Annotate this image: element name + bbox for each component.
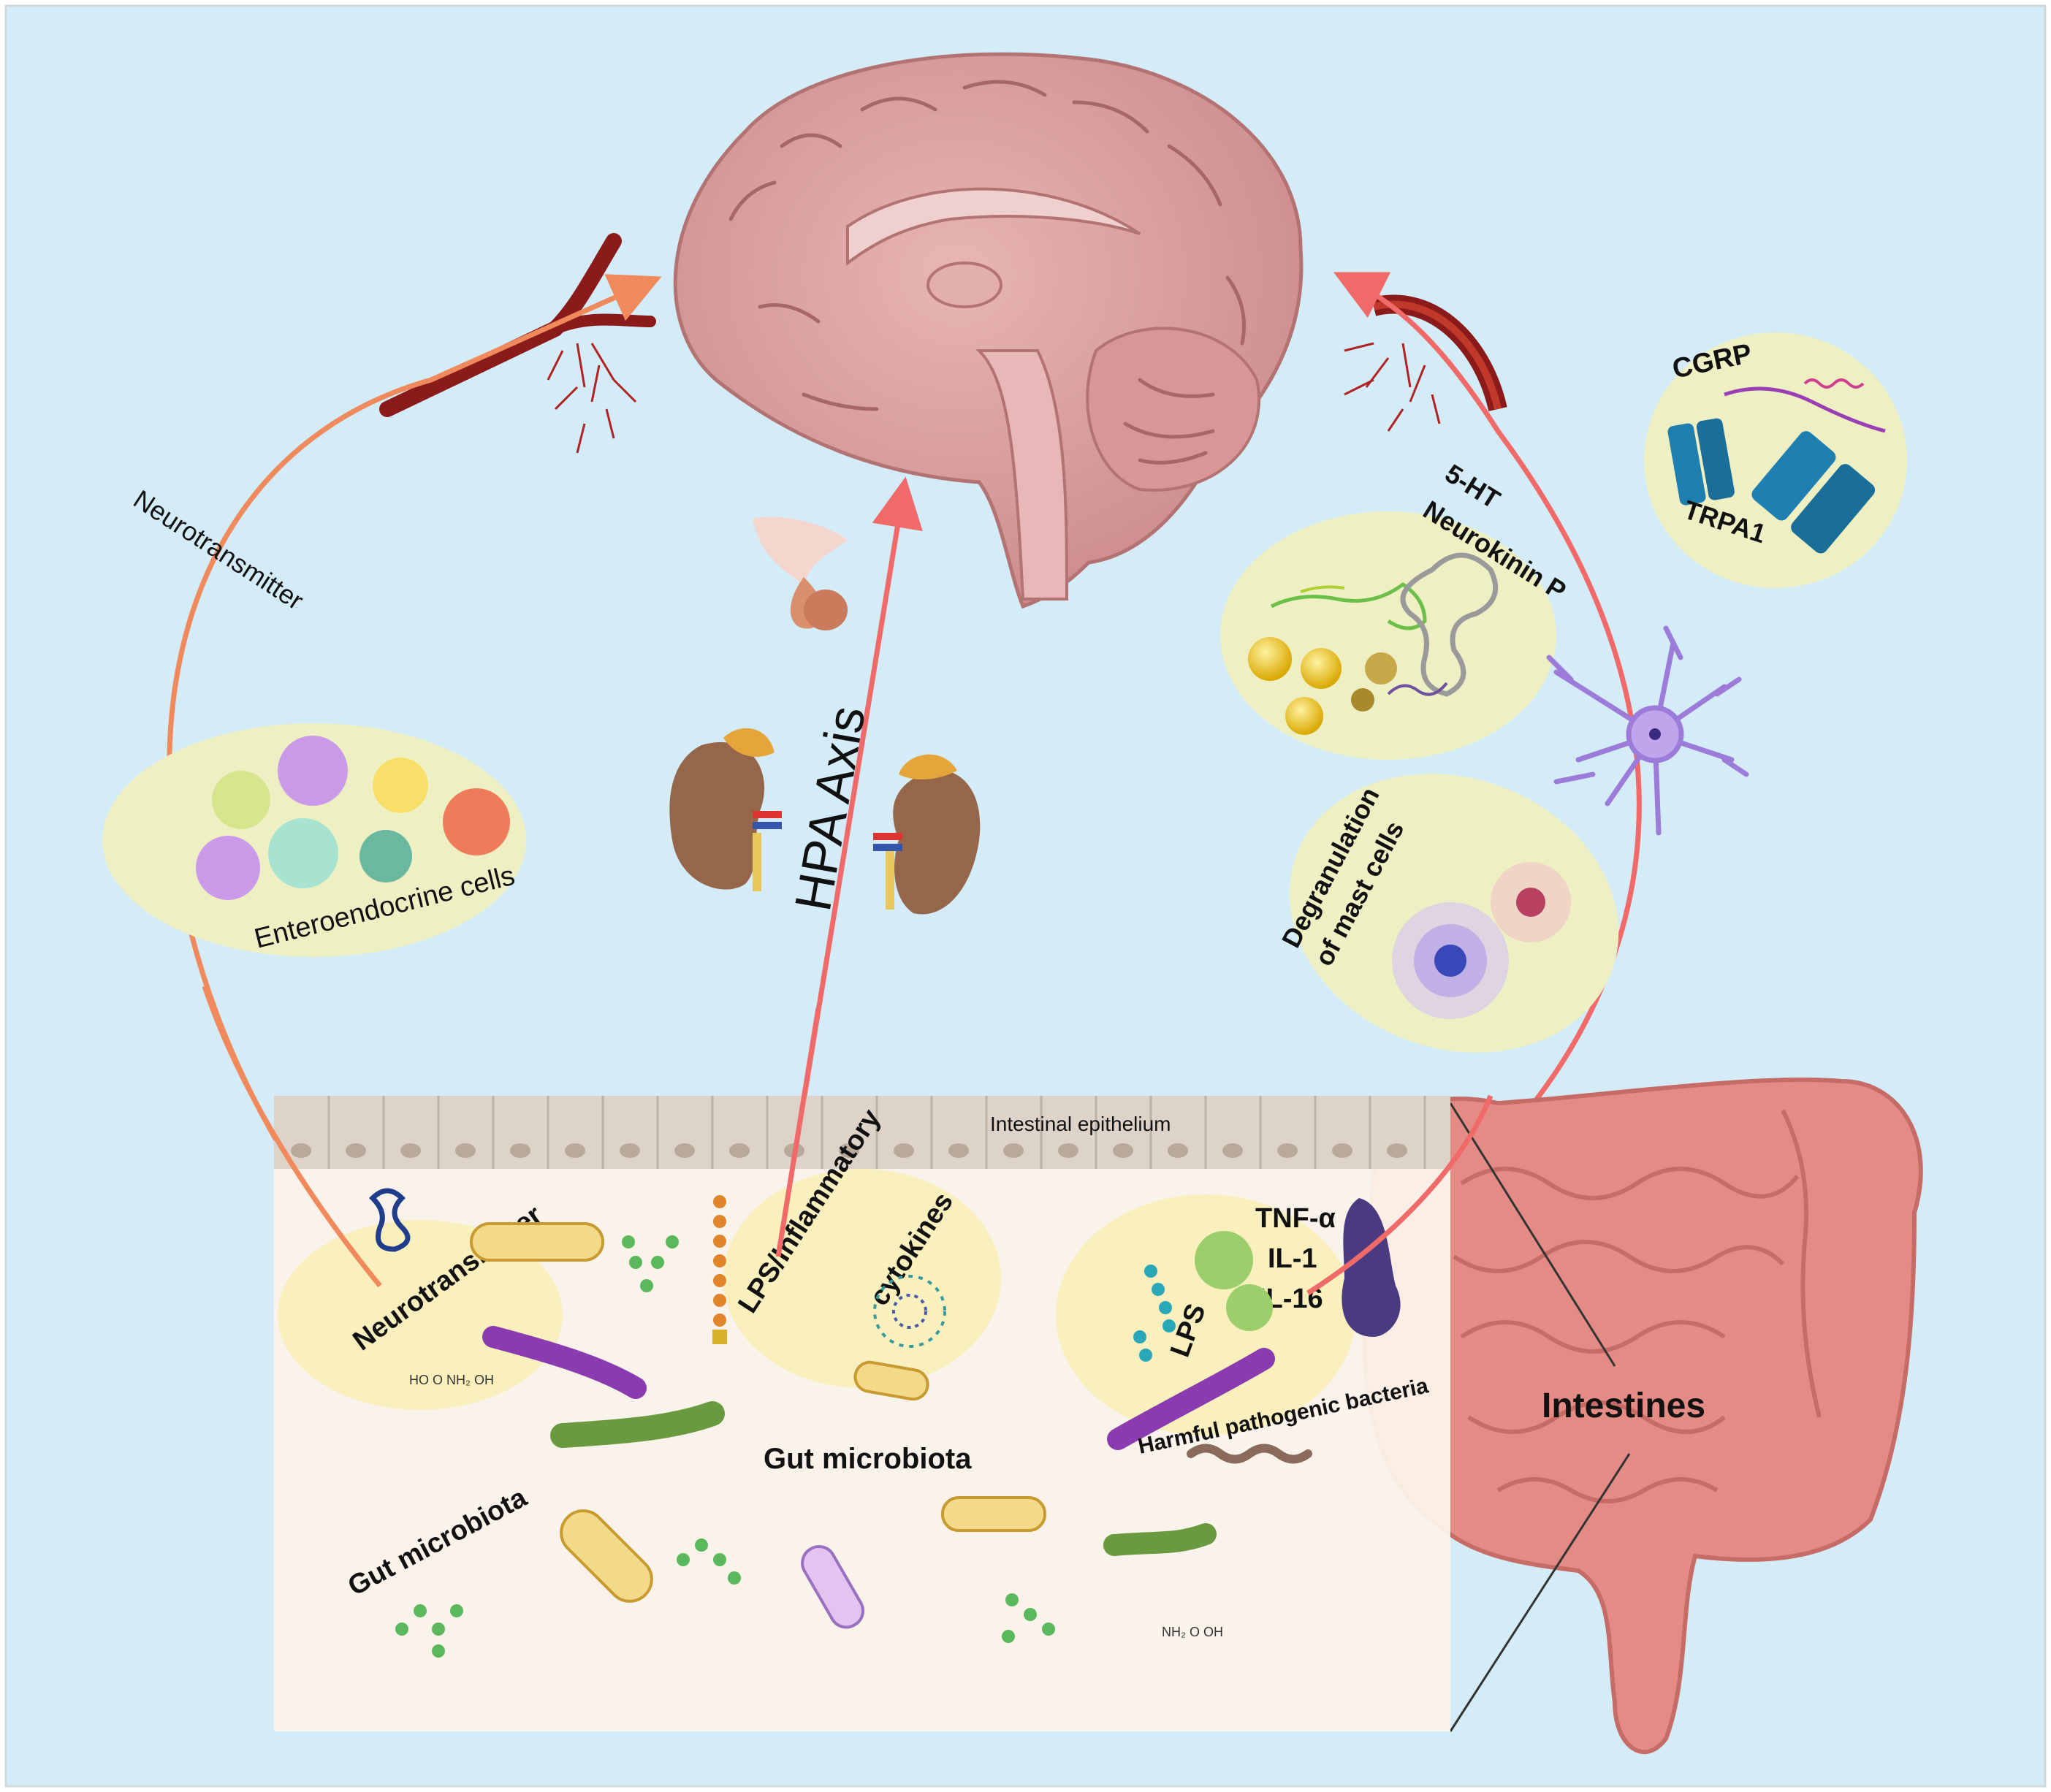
intestinal-epithelium-label: Intestinal epithelium bbox=[990, 1113, 1171, 1135]
brain bbox=[673, 52, 1304, 609]
gut-lumen-panel: Intestinal epithelium Neurotransmitter H… bbox=[274, 1096, 1450, 1731]
lps-molecule-center bbox=[712, 1195, 727, 1344]
frame bbox=[4, 4, 2047, 1788]
right-arrow-base bbox=[1306, 1094, 1493, 1295]
il1-label: IL-1 bbox=[1268, 1243, 1317, 1274]
kidney-right bbox=[873, 754, 981, 915]
intestines-organ: Intestines bbox=[1362, 1077, 1923, 1755]
gut-microbiota-center-label: Gut microbiota bbox=[764, 1443, 972, 1475]
glutamate-structure: HO O NH₂ OH bbox=[409, 1373, 494, 1387]
enteroendocrine-cells-group: Enteroendocrine cells bbox=[102, 723, 526, 957]
hpa-arrow-base bbox=[775, 1007, 821, 1257]
cytokine-cluster bbox=[873, 1275, 946, 1348]
kidney-left bbox=[669, 728, 782, 891]
cgrp-trpa1-group: CGRP TRPA1 bbox=[1644, 332, 1907, 588]
tnf-alpha-label: TNF-α bbox=[1255, 1203, 1336, 1234]
intestines-label: Intestines bbox=[1542, 1387, 1705, 1425]
neuron-illustration bbox=[1546, 625, 1749, 836]
right-vessel bbox=[1344, 294, 1507, 432]
pituitary-gland-illustration bbox=[753, 516, 848, 630]
glycine-structure: NH₂ O OH bbox=[1162, 1625, 1223, 1639]
neurotransmitter-arrow-base bbox=[202, 985, 382, 1288]
